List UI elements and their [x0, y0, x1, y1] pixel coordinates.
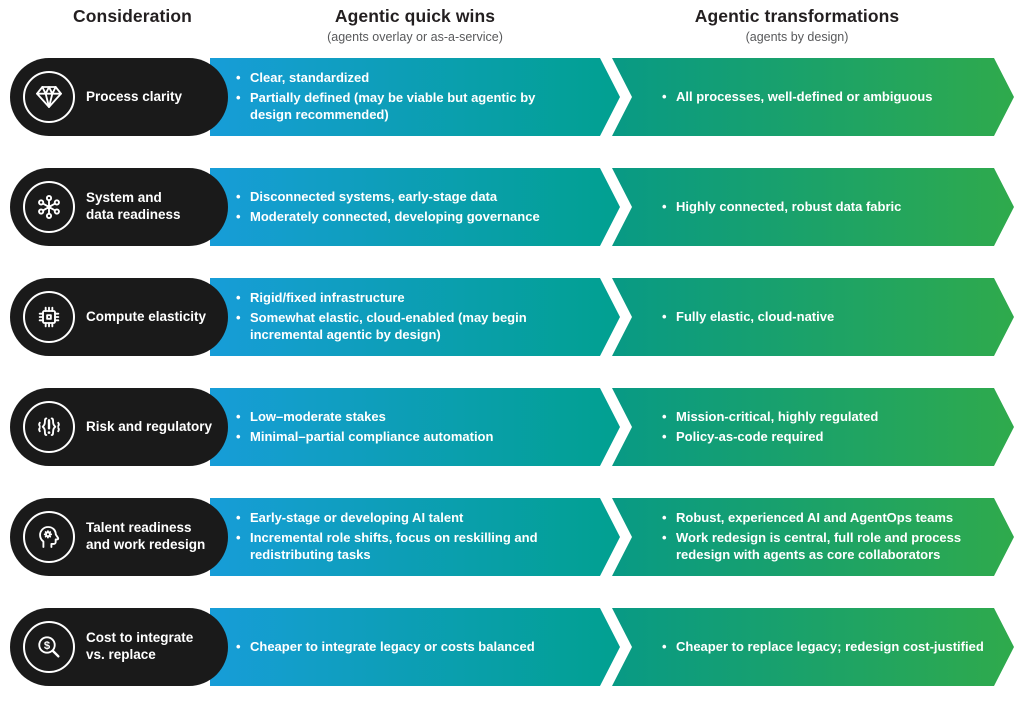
bullet-item: Somewhat elastic, cloud-enabled (may beg… — [236, 310, 562, 344]
column-header-quick-wins: Agentic quick wins (agents overlay or as… — [210, 6, 620, 44]
label-line: Process clarity — [86, 88, 183, 104]
quick-wins-cell: Rigid/fixed infrastructure Somewhat elas… — [210, 278, 620, 356]
column-title: Agentic transformations — [694, 6, 900, 26]
consideration-pill: Process clarity — [10, 58, 228, 136]
row-talent-readiness: Talent readiness and work redesign Early… — [0, 498, 1024, 576]
bullet-item: Low–moderate stakes — [236, 409, 493, 426]
consideration-label: Compute elasticity — [86, 309, 206, 326]
bullet-list: Cheaper to replace legacy; redesign cost… — [662, 636, 984, 659]
consideration-pill: Talent readiness and work redesign — [10, 498, 228, 576]
consideration-pill: System and data readiness — [10, 168, 228, 246]
quick-wins-cell: Clear, standardized Partially defined (m… — [210, 58, 620, 136]
bullet-item: Robust, experienced AI and AgentOps team… — [662, 510, 994, 527]
quick-wins-cell: Disconnected systems, early-stage data M… — [210, 168, 620, 246]
bullet-list: Rigid/fixed infrastructure Somewhat elas… — [236, 287, 562, 347]
consideration-pill: $ Cost to integrate vs. replace — [10, 608, 228, 686]
bullet-item: Highly connected, robust data fabric — [662, 199, 901, 216]
risk-alert-icon — [23, 401, 75, 453]
transformations-cell: Cheaper to replace legacy; redesign cost… — [612, 608, 1014, 686]
bullet-list: All processes, well-defined or ambiguous — [662, 86, 932, 109]
transformations-cell: All processes, well-defined or ambiguous — [612, 58, 1014, 136]
transformations-cell: Fully elastic, cloud-native — [612, 278, 1014, 356]
bullet-item: Minimal–partial compliance automation — [236, 429, 493, 446]
consideration-pill: Compute elasticity — [10, 278, 228, 356]
bullet-list: Low–moderate stakes Minimal–partial comp… — [236, 406, 493, 449]
consideration-label: Process clarity — [86, 89, 182, 106]
bullet-item: Rigid/fixed infrastructure — [236, 290, 562, 307]
consideration-label: Risk and regulatory — [86, 419, 212, 436]
bullet-item: Work redesign is central, full role and … — [662, 530, 994, 564]
column-subtitle: (agents overlay or as-a-service) — [327, 30, 503, 44]
label-line: Cost to integrate — [86, 630, 194, 646]
comparison-rows: Process clarity Clear, standardized Part… — [0, 58, 1024, 686]
diamond-icon — [23, 71, 75, 123]
quick-wins-cell: Early-stage or developing AI talent Incr… — [210, 498, 620, 576]
column-title: Agentic quick wins — [334, 6, 496, 26]
label-line: data readiness — [86, 207, 181, 222]
bullet-item: Clear, standardized — [236, 70, 562, 87]
label-line: and work redesign — [86, 537, 206, 552]
consideration-label: System and data readiness — [86, 190, 181, 224]
column-header-transformations: Agentic transformations (agents by desig… — [612, 6, 982, 44]
label-line: Talent readiness — [86, 520, 192, 536]
bullet-list: Clear, standardized Partially defined (m… — [236, 67, 562, 127]
label-line: Compute elasticity — [86, 308, 207, 324]
magnifier-dollar-icon: $ — [23, 621, 75, 673]
quick-wins-cell: Cheaper to integrate legacy or costs bal… — [210, 608, 620, 686]
bullet-item: Policy-as-code required — [662, 429, 878, 446]
network-icon — [23, 181, 75, 233]
consideration-label: Cost to integrate vs. replace — [86, 630, 193, 664]
row-cost-integrate-replace: $ Cost to integrate vs. replace Cheaper … — [0, 608, 1024, 686]
row-compute-elasticity: Compute elasticity Rigid/fixed infrastru… — [0, 278, 1024, 356]
bullet-item: Moderately connected, developing governa… — [236, 209, 540, 226]
bullet-item: Fully elastic, cloud-native — [662, 309, 834, 326]
transformations-cell: Mission-critical, highly regulated Polic… — [612, 388, 1014, 466]
bullet-item: Partially defined (may be viable but age… — [236, 90, 562, 124]
bullet-item: Early-stage or developing AI talent — [236, 510, 562, 527]
bullet-item: Mission-critical, highly regulated — [662, 409, 878, 426]
transformations-cell: Highly connected, robust data fabric — [612, 168, 1014, 246]
bullet-item: Incremental role shifts, focus on reskil… — [236, 530, 562, 564]
head-gear-icon — [23, 511, 75, 563]
label-line: Risk and regulatory — [86, 418, 213, 434]
bullet-list: Disconnected systems, early-stage data M… — [236, 186, 540, 229]
bullet-list: Highly connected, robust data fabric — [662, 196, 901, 219]
bullet-list: Cheaper to integrate legacy or costs bal… — [236, 636, 535, 659]
quick-wins-cell: Low–moderate stakes Minimal–partial comp… — [210, 388, 620, 466]
bullet-item: Cheaper to integrate legacy or costs bal… — [236, 639, 535, 656]
column-header-consideration: Consideration — [10, 6, 255, 27]
label-line: vs. replace — [86, 647, 156, 662]
bullet-list: Fully elastic, cloud-native — [662, 306, 834, 329]
bullet-list: Mission-critical, highly regulated Polic… — [662, 406, 878, 449]
bullet-list: Early-stage or developing AI talent Incr… — [236, 507, 562, 567]
bullet-item: All processes, well-defined or ambiguous — [662, 89, 932, 106]
row-system-data-readiness: System and data readiness Disconnected s… — [0, 168, 1024, 246]
label-line: System and — [86, 190, 162, 206]
row-risk-and-regulatory: Risk and regulatory Low–moderate stakes … — [0, 388, 1024, 466]
chip-icon — [23, 291, 75, 343]
svg-text:$: $ — [44, 640, 51, 652]
transformations-cell: Robust, experienced AI and AgentOps team… — [612, 498, 1014, 576]
bullet-list: Robust, experienced AI and AgentOps team… — [662, 507, 994, 567]
row-process-clarity: Process clarity Clear, standardized Part… — [0, 58, 1024, 136]
column-title: Consideration — [73, 6, 192, 26]
bullet-item: Cheaper to replace legacy; redesign cost… — [662, 639, 984, 656]
column-subtitle: (agents by design) — [745, 30, 849, 44]
consideration-pill: Risk and regulatory — [10, 388, 228, 466]
bullet-item: Disconnected systems, early-stage data — [236, 189, 540, 206]
consideration-label: Talent readiness and work redesign — [86, 520, 205, 554]
